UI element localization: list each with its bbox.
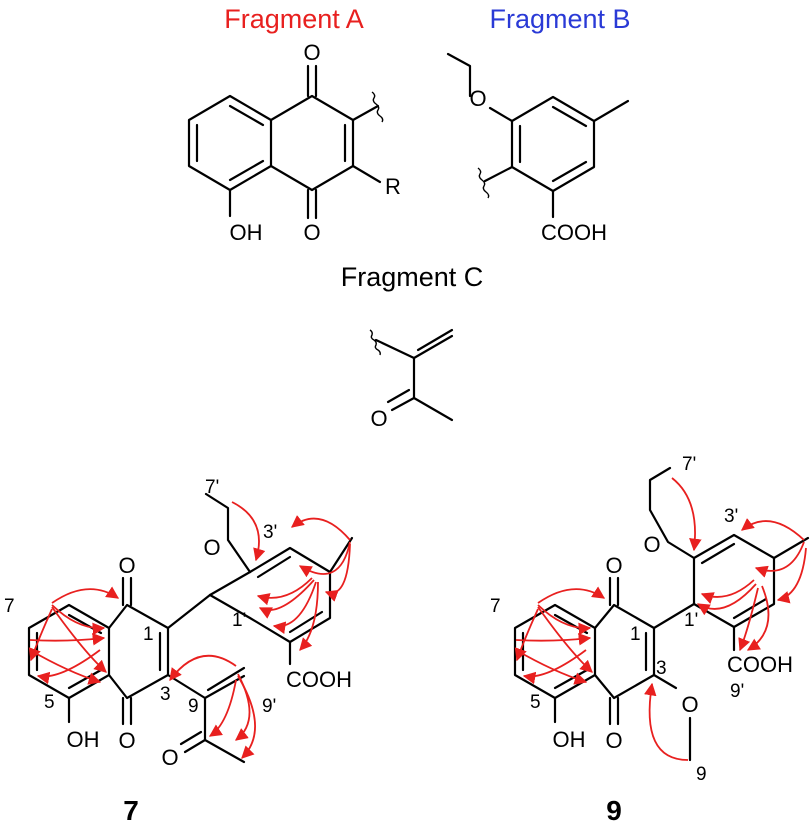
c7-label-9: 9: [188, 696, 199, 717]
fragment-c-carbonyl-o: O: [370, 406, 387, 431]
c7-o-bottom: O: [118, 728, 135, 753]
fragment-a-carbonyl-o-bottom: O: [303, 220, 320, 245]
c9-c3-methoxy-o: O: [681, 692, 698, 717]
c7-label-7p: 7': [205, 477, 219, 498]
c9-label-3p: 3': [724, 506, 738, 527]
c7-label-1: 1: [143, 624, 154, 645]
fragment-a-carbonyl-o-top: O: [303, 40, 320, 65]
c7-label-5: 5: [44, 692, 55, 713]
c7-methoxy-o: O: [203, 535, 220, 560]
c7-cooh: COOH: [286, 667, 352, 692]
c9-label-7: 7: [490, 596, 501, 617]
c9-oh: OH: [553, 727, 586, 752]
compound-9-label: 9: [606, 795, 622, 826]
c9-label-3: 3: [656, 658, 667, 679]
c9-methoxy-o: O: [643, 532, 660, 557]
c9-o-bottom: O: [605, 728, 622, 753]
c7-label-3: 3: [160, 684, 171, 705]
c9-hmbc-arrows: [514, 477, 807, 761]
c7-hmbc-arrows: [28, 501, 351, 759]
c9-cooh: COOH: [727, 652, 793, 677]
fragment-a-r-group: R: [385, 174, 401, 199]
c7-ketone-o: O: [161, 745, 178, 770]
c7-oh: OH: [67, 727, 100, 752]
c7-o-top: O: [118, 553, 135, 578]
fragment-b-cooh: COOH: [541, 220, 607, 245]
c9-label-1: 1: [630, 624, 641, 645]
fragment-b-methoxy-o: O: [469, 86, 486, 111]
compound-9: O O OH O COOH O 7' 3' 1 1' 7 3 9' 5 9: [490, 454, 810, 826]
fragment-a: Fragment A O O OH R: [187, 4, 401, 245]
c9-o-top: O: [605, 553, 622, 578]
c9-label-9p: 9': [730, 681, 744, 702]
fragment-b: Fragment B O COOH: [446, 4, 631, 245]
fragment-a-oh: OH: [230, 220, 263, 245]
fragment-a-title: Fragment A: [224, 4, 364, 34]
fragment-c: Fragment C O: [341, 262, 484, 431]
compound-7-label: 7: [123, 795, 139, 826]
c9-label-7p: 7': [682, 454, 696, 475]
compound-7: O O OH O COOH O 7' 3' 1 1' 7 9' 3 5: [4, 477, 354, 826]
c7-label-1p: 1': [232, 610, 246, 631]
fragment-b-title: Fragment B: [489, 4, 630, 34]
c7-label-9p: 9': [262, 696, 276, 717]
c7-label-7: 7: [4, 596, 15, 617]
fragment-c-title: Fragment C: [341, 262, 484, 292]
c9-label-1p: 1': [684, 610, 698, 631]
c7-label-3p: 3': [263, 522, 277, 543]
c9-label-9: 9: [696, 764, 707, 785]
c9-label-5: 5: [530, 692, 541, 713]
